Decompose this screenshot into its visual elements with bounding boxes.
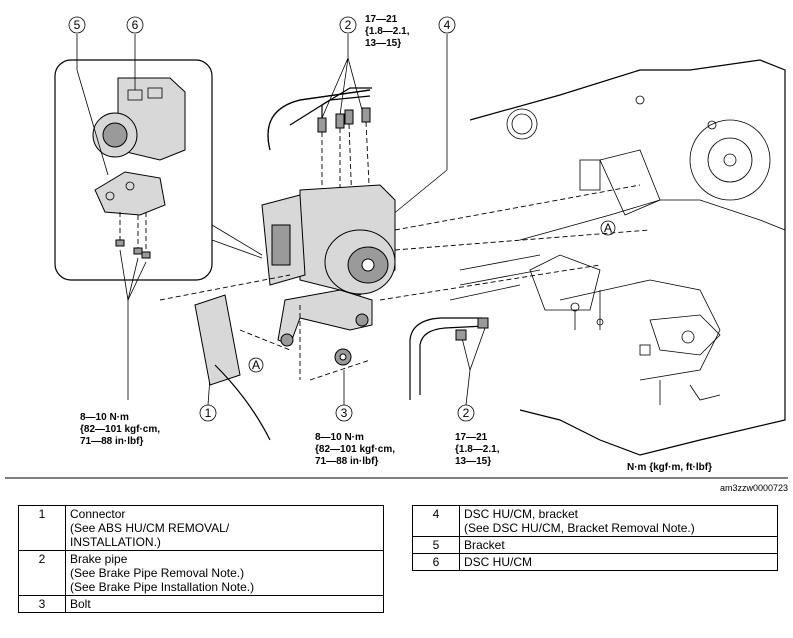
legend-text: DSC HU/CM	[459, 553, 778, 571]
callout-markers: 5 6 2 4 1 3 2 A A	[68, 16, 616, 422]
legend-text: Bracket	[459, 536, 778, 554]
vehicle-body	[449, 59, 786, 456]
legend-text: Brake pipe (See Brake Pipe Removal Note.…	[65, 550, 384, 596]
marker-a-right: A	[604, 221, 612, 235]
lower-brake-pipe	[409, 317, 489, 400]
svg-text:8—10 N·m: 8—10 N·m	[80, 412, 129, 423]
svg-text:17—21: 17—21	[455, 432, 488, 443]
legend-text: DSC HU/CM, bracket (See DSC HU/CM, Brack…	[459, 505, 778, 537]
torque-bracket-bolts: 8—10 N·m {82—101 kgf·cm, 71—88 in·lbf}	[80, 412, 160, 447]
figure-code: am3zzw0000723	[720, 483, 788, 493]
svg-text:71—88 in·lbf}: 71—88 in·lbf}	[80, 436, 143, 447]
torque-pipe-top: 17—21 {1.8—2.1, 13—15}	[365, 14, 410, 49]
svg-text:8—10 N·m: 8—10 N·m	[315, 432, 364, 443]
callout-2-bottom: 2	[463, 406, 470, 420]
legend-number: 1	[18, 505, 66, 551]
svg-text:17—21: 17—21	[365, 14, 398, 25]
legend-text: Connector (See ABS HU/CM REMOVAL/ INSTAL…	[65, 505, 384, 551]
callout-3: 3	[341, 406, 348, 420]
connector-part	[194, 294, 271, 441]
callout-5: 5	[74, 18, 81, 32]
dsc-hu-cm-main	[261, 184, 396, 347]
svg-text:{1.8—2.1,: {1.8—2.1,	[455, 444, 500, 455]
inset-detail	[54, 59, 263, 281]
units-note: N·m {kgf·m, ft·lbf}	[627, 462, 712, 473]
legend-number: 4	[412, 505, 460, 537]
svg-text:71—88 in·lbf}: 71—88 in·lbf}	[315, 456, 378, 467]
legend-text: Bolt	[65, 595, 384, 613]
legend-number: 3	[18, 595, 66, 613]
marker-a-left: A	[252, 358, 260, 372]
leader-lines	[76, 34, 486, 406]
alignment-lines	[159, 184, 651, 381]
torque-pipe-bottom: 17—21 {1.8—2.1, 13—15}	[455, 432, 500, 467]
callout-1: 1	[205, 406, 212, 420]
callout-6: 6	[132, 18, 139, 32]
torque-bolt: 8—10 N·m {82—101 kgf·cm, 71—88 in·lbf}	[315, 432, 395, 467]
legend-number: 5	[412, 536, 460, 554]
svg-text:{82—101 kgf·cm,: {82—101 kgf·cm,	[315, 444, 395, 455]
svg-text:13—15}: 13—15}	[365, 38, 401, 49]
svg-text:13—15}: 13—15}	[455, 456, 491, 467]
svg-text:{82—101 kgf·cm,: {82—101 kgf·cm,	[80, 424, 160, 435]
legend-number: 2	[18, 550, 66, 596]
callout-4: 4	[444, 18, 451, 32]
legend-number: 6	[412, 553, 460, 571]
bolt-part	[334, 348, 352, 366]
svg-text:{1.8—2.1,: {1.8—2.1,	[365, 26, 410, 37]
callout-2-top: 2	[345, 18, 352, 32]
